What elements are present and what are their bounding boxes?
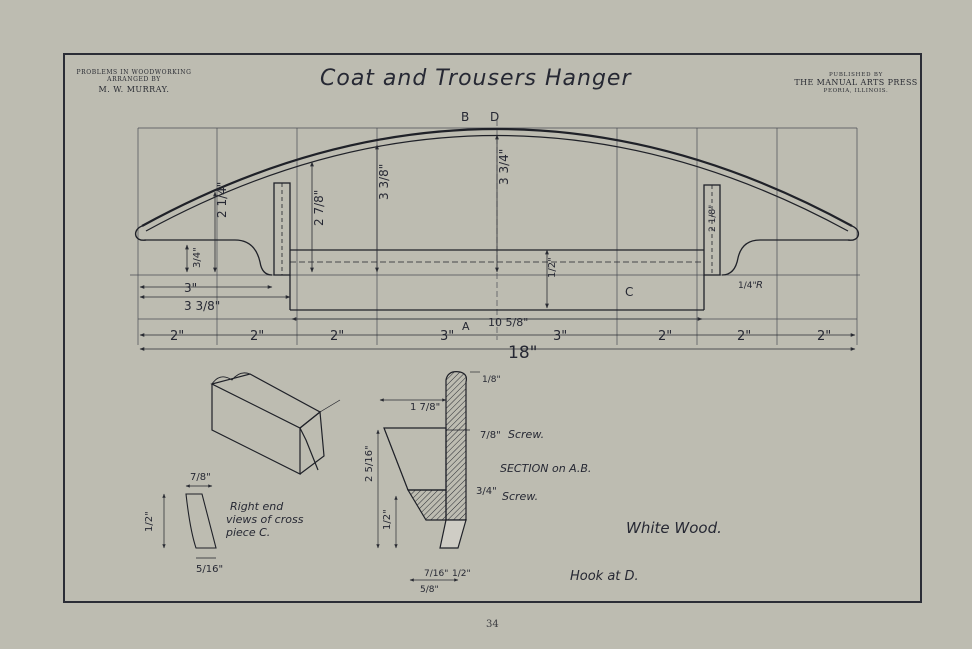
dim-total-length: 18" — [508, 343, 537, 363]
dim-3-3-4: 3 3/4" — [497, 149, 511, 185]
dim-end-width: 7/8" — [190, 472, 211, 483]
dim-crosspiece-length: 10 5/8" — [488, 316, 528, 329]
label-screw-bottom: Screw. — [502, 490, 538, 503]
bottom-dimension-labels: 2" 2" 2" 3" 3" 2" 2" 2" 18" 10 5/8" — [170, 316, 831, 363]
left-dimension-labels: 3" 3 3/8" 1/4" — [184, 281, 757, 313]
dim-seg-6: 2" — [658, 329, 672, 344]
dim-2-1-4: 2 1/4" — [215, 182, 229, 218]
dim-right-post: 2 1/8" — [708, 205, 718, 232]
label-b: B — [461, 110, 469, 124]
hook-note: Hook at D. — [570, 569, 639, 584]
perspective-view — [210, 372, 341, 475]
caption-line-1: Right end — [230, 500, 284, 513]
author-credit: PROBLEMS IN WOODWORKING ARRANGED BY M. W… — [74, 69, 194, 94]
section-labels: Screw. SECTION on A.B. Screw. — [500, 428, 591, 503]
dim-2-7-8: 2 7/8" — [312, 190, 326, 226]
construction-grid — [130, 120, 860, 345]
dim-sec-2-5-16: 2 5/16" — [364, 445, 375, 482]
label-screw-top: Screw. — [508, 428, 544, 441]
caption-line-3: piece C. — [225, 526, 270, 539]
dim-left-3: 3" — [184, 281, 197, 295]
material-note: White Wood. — [626, 519, 722, 537]
series-title: PROBLEMS IN WOODWORKING — [76, 69, 192, 76]
dim-seg-4: 3" — [440, 329, 454, 344]
dim-sec-7-8: 7/8" — [480, 430, 501, 441]
dim-seg-5: 3" — [553, 329, 567, 344]
vertical-dimensions — [185, 134, 549, 309]
dim-sec-3-4: 3/4" — [476, 486, 497, 497]
dim-seg-3: 2" — [330, 329, 344, 344]
point-labels: B D A C R — [461, 110, 763, 333]
dim-sec-1-2: 1/2" — [382, 509, 393, 530]
dim-right-1-4: 1/4" — [738, 281, 757, 291]
dim-sec-bottom-b: 1/2" — [452, 569, 471, 579]
caption-line-2: views of cross — [226, 513, 304, 526]
vertical-dimension-labels: 2 1/4" 2 7/8" 3 3/8" 3 3/4" 3/4" 1/2" 2 … — [192, 149, 718, 278]
horizontal-dimensions — [139, 285, 856, 351]
dim-end-base: 5/16" — [196, 564, 223, 575]
publisher-credit: PUBLISHED BY THE MANUAL ARTS PRESS PEORI… — [787, 72, 925, 94]
dim-end-1-8: 1/8" — [482, 375, 501, 385]
publisher-city: PEORIA, ILLINOIS. — [823, 87, 889, 94]
section-dimension-lines — [376, 371, 480, 582]
dim-sec-bottom-a: 7/16" — [424, 569, 448, 579]
right-hook — [703, 184, 848, 276]
label-c: C — [625, 285, 633, 299]
left-hook — [146, 182, 291, 276]
dim-sec-bottom-total: 5/8" — [420, 585, 439, 595]
dim-seg-8: 2" — [817, 329, 831, 344]
dim-seg-7: 2" — [737, 329, 751, 344]
dim-left-3-3-8: 3 3/8" — [184, 299, 220, 313]
cross-piece — [289, 249, 705, 311]
dim-seg-1: 2" — [170, 329, 184, 344]
dim-center-1-2: 1/2" — [547, 257, 558, 278]
arranged-by: ARRANGED BY — [107, 75, 161, 83]
end-view-caption: Right end views of cross piece C. — [225, 500, 304, 539]
section-view — [383, 371, 470, 549]
dim-end-height: 1/2" — [144, 511, 155, 532]
published-by: PUBLISHED BY — [828, 72, 884, 78]
dim-seg-2: 2" — [250, 329, 264, 344]
label-d: D — [490, 110, 499, 124]
dim-sec-1-7-8: 1 7/8" — [410, 402, 440, 413]
publisher-name: THE MANUAL ARTS PRESS — [794, 78, 918, 88]
label-r: R — [756, 280, 763, 291]
end-view-labels: 7/8" 1/2" 5/16" — [144, 472, 223, 575]
dim-left-3-4: 3/4" — [192, 247, 203, 268]
dim-3-3-8: 3 3/8" — [377, 164, 391, 200]
label-a: A — [462, 320, 470, 333]
end-view-profile — [162, 484, 217, 559]
label-section: SECTION on A.B. — [500, 462, 591, 475]
author-name: M. W. MURRAY. — [98, 84, 170, 94]
drawing-border — [63, 53, 922, 603]
page-number: 34 — [486, 619, 499, 630]
section-dimension-labels: 1 7/8" 7/8" 2 5/16" 3/4" 1/2" 1/8" 7/16"… — [364, 375, 501, 595]
page-title: Coat and Trousers Hanger — [320, 66, 632, 91]
